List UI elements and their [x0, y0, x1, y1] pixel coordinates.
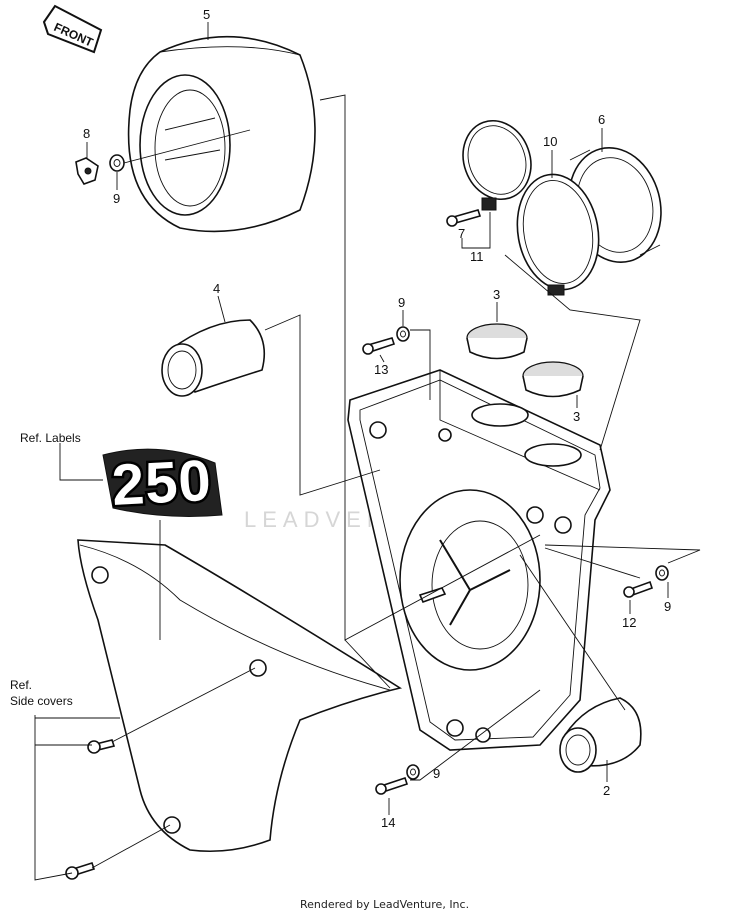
- air-filter-element: [127, 35, 316, 233]
- credit-text: Rendered by LeadVenture, Inc.: [300, 898, 469, 911]
- large-clamp: [516, 173, 600, 296]
- callout-10: 10: [543, 134, 557, 149]
- washer-9c: [655, 565, 669, 581]
- callout-4: 4: [213, 281, 220, 296]
- callout-2: 2: [603, 783, 610, 798]
- clamp-screw: [446, 209, 482, 227]
- callout-9-lower: 9: [433, 766, 440, 781]
- intake-boot: [559, 697, 642, 773]
- callout-8: 8: [83, 126, 90, 141]
- ref-labels-text: Ref. Labels: [20, 431, 81, 445]
- bolt-12: [623, 580, 654, 598]
- side-cover-screw-lower: [65, 861, 96, 880]
- connector-tube: [161, 319, 266, 397]
- callout-11: 11: [470, 249, 484, 264]
- washer-9b: [396, 326, 410, 342]
- ref-side-covers-line2: Side covers: [10, 694, 73, 708]
- callout-9-right: 9: [664, 599, 671, 614]
- callout-7: 7: [458, 226, 465, 241]
- leader-lines: [34, 22, 701, 881]
- callout-12: 12: [622, 615, 636, 630]
- washer-9a: [109, 154, 125, 172]
- callout-6: 6: [598, 112, 605, 127]
- small-clamp: [462, 119, 532, 211]
- bolt-13: [362, 337, 396, 355]
- callout-9-mid: 9: [398, 295, 405, 310]
- plug-cap-lower: [522, 361, 584, 398]
- plug-cap-upper: [466, 323, 528, 360]
- air-box-housing: [347, 369, 611, 751]
- callout-5: 5: [203, 7, 210, 22]
- side-cover-screw-upper: [87, 739, 116, 754]
- callout-3-lower: 3: [573, 409, 580, 424]
- ref-side-covers-line1: Ref.: [10, 678, 32, 692]
- callout-9-upper: 9: [113, 191, 120, 206]
- front-arrow: FRONT: [42, 4, 103, 54]
- callout-14: 14: [381, 815, 395, 830]
- wing-nut: [75, 157, 99, 185]
- side-cover: [77, 539, 403, 852]
- decal-text: 250: [110, 448, 213, 518]
- decal-250: 250: [102, 445, 223, 520]
- bolt-14: [375, 776, 409, 795]
- callout-13: 13: [374, 362, 388, 377]
- callout-3-upper: 3: [493, 287, 500, 302]
- washer-9d: [406, 764, 420, 780]
